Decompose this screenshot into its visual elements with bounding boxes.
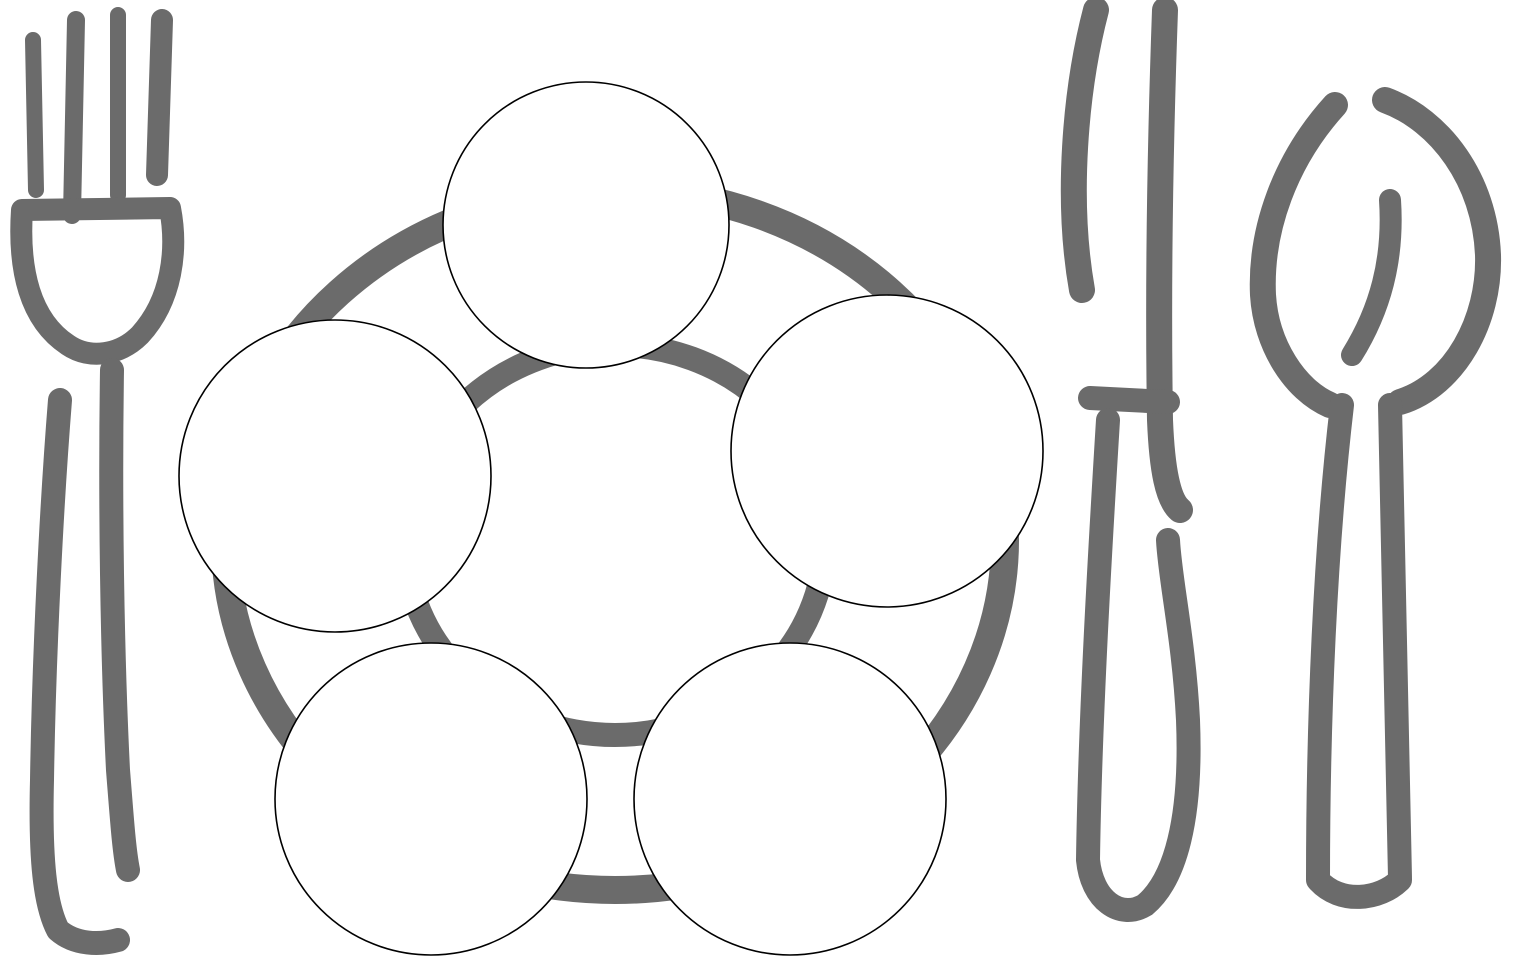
answer-circles (179, 82, 1043, 955)
knife-icon (1074, 10, 1189, 910)
circle-right[interactable] (731, 295, 1043, 607)
circle-bottom-right[interactable] (634, 643, 946, 955)
fork-icon (21, 15, 173, 943)
circle-top[interactable] (443, 82, 729, 368)
circle-left[interactable] (179, 320, 491, 632)
circle-bottom-left[interactable] (275, 643, 587, 955)
spoon-icon (1263, 100, 1488, 897)
